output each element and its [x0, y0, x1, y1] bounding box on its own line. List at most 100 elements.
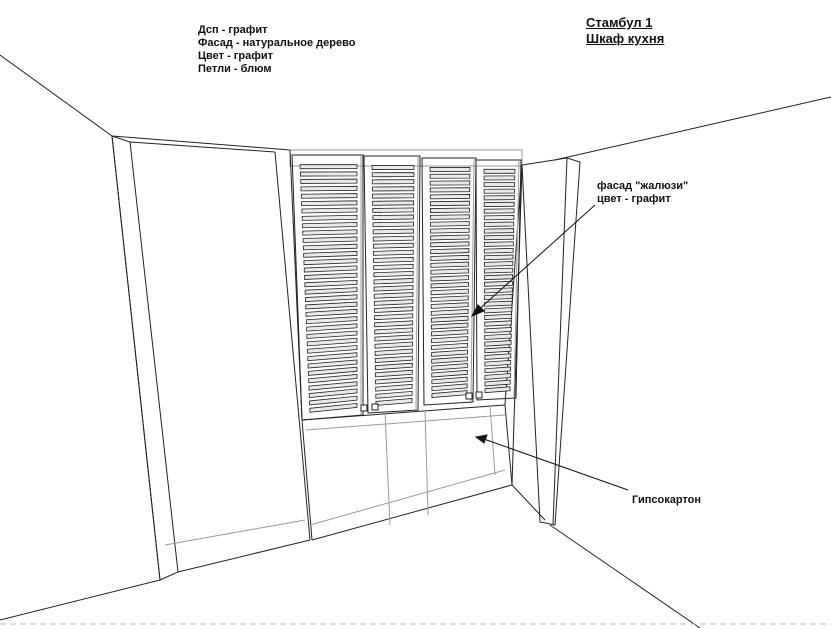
louvre-slat [484, 320, 512, 327]
louvre-slat [302, 236, 358, 243]
louvre-slat [484, 353, 512, 360]
louvre-slat [483, 188, 515, 194]
facade-arrowhead [470, 304, 485, 318]
louvre-slat [483, 228, 515, 234]
louvre-slat [373, 278, 414, 285]
louvre-slat [484, 346, 512, 354]
louvre-slat [430, 302, 469, 309]
louvre-slat [375, 376, 413, 385]
louvre-slat [431, 356, 468, 364]
louvre-slat [304, 279, 358, 288]
louvre-slat [484, 261, 514, 267]
louvre-slat [372, 207, 415, 213]
louvre-slat [371, 172, 415, 178]
louvre-slat [372, 221, 414, 228]
louvre-slat [431, 383, 468, 392]
louvre-slat [300, 178, 358, 184]
louvre-slat [305, 308, 358, 317]
louvre-slat [431, 376, 468, 385]
louvre-slat [372, 200, 415, 206]
door-stile [415, 155, 419, 411]
louvre-slat [483, 254, 514, 261]
louvre-slat [301, 207, 358, 214]
louvre-slat [430, 315, 469, 323]
louvre-slat [484, 280, 513, 287]
drywall-callout: Гипсокартон [632, 494, 702, 506]
louvre-slat [431, 342, 469, 351]
louvre-slat [373, 270, 414, 278]
louvre-slat [431, 329, 469, 337]
louvre-slat [301, 200, 358, 207]
spec-hinges: Петли - блюм [198, 63, 272, 75]
louvre-slat [429, 180, 471, 186]
louvre-slat [483, 208, 515, 214]
louvre-slat [430, 268, 470, 275]
louvre-slat [374, 327, 414, 335]
louvre-slat [429, 166, 471, 172]
louvre-slat [304, 287, 358, 295]
louvre-slat [431, 369, 468, 378]
spec-color: Цвет - графит [198, 50, 273, 62]
left-side-panel [111, 135, 311, 581]
louvre-slat [375, 383, 413, 392]
louvre-slat [483, 168, 516, 174]
louvre-slat [430, 254, 470, 261]
spec-material: Дсп - графит [198, 24, 268, 36]
louvre-slat [430, 221, 470, 227]
louvre-slat [304, 272, 358, 280]
louvre-slat [484, 274, 513, 281]
louvre-slat [483, 221, 515, 227]
louvre-slat [430, 227, 470, 234]
louvre-slat [302, 229, 358, 236]
door-stile [470, 157, 475, 403]
door-knobs [360, 391, 483, 412]
louvre-slat [373, 285, 414, 292]
knob-3 [465, 392, 473, 400]
louvre-slat [375, 398, 413, 406]
louvre-slat [306, 323, 358, 332]
door-stile [513, 159, 520, 399]
louvre-slat [308, 374, 358, 384]
louvre-slat [430, 261, 470, 268]
louvre-slat [483, 182, 516, 188]
louvre-slat [375, 390, 413, 399]
louvre-slat [303, 265, 358, 273]
louvre-slat [429, 173, 471, 179]
louvre-slat [306, 330, 358, 339]
louvre-slat [300, 171, 358, 177]
louvre-slat [303, 251, 358, 258]
louvre-slat [374, 362, 413, 371]
louvre-slat [371, 179, 415, 185]
louvre-facade [291, 154, 522, 421]
knob-4 [475, 391, 483, 399]
louvre-slat [302, 222, 358, 229]
louvre-slat [372, 242, 414, 249]
louvre-slat [431, 363, 468, 371]
louvre-slat [484, 300, 513, 307]
ceiling-left-edge [0, 54, 113, 137]
louvre-slat [374, 313, 414, 321]
louvre-slat [308, 388, 358, 398]
floor-left-edge [0, 579, 161, 621]
louvre-slat [484, 294, 513, 301]
louvre-slat [374, 355, 413, 363]
louvre-slat [484, 313, 513, 320]
louvre-slat [299, 164, 358, 170]
louvre-slat [305, 316, 358, 325]
louvre-slat [374, 334, 413, 342]
louvre-slat [307, 366, 358, 376]
drawing-title-line1: Стамбул 1 [586, 15, 653, 30]
louvre-slat [373, 249, 414, 256]
louvre-slat [372, 186, 415, 192]
louvre-slat [483, 247, 514, 254]
louvre-slat [373, 256, 414, 263]
louvre-slat [430, 309, 469, 316]
louvre-slat [483, 234, 514, 241]
louvre-slat [307, 352, 358, 362]
louvre-slat [309, 402, 358, 413]
louvre-slat [373, 263, 414, 271]
louvre-slat [374, 348, 413, 356]
louvre-slat [429, 207, 470, 213]
louvre-slat [430, 322, 469, 330]
louvre-slat [372, 235, 414, 242]
